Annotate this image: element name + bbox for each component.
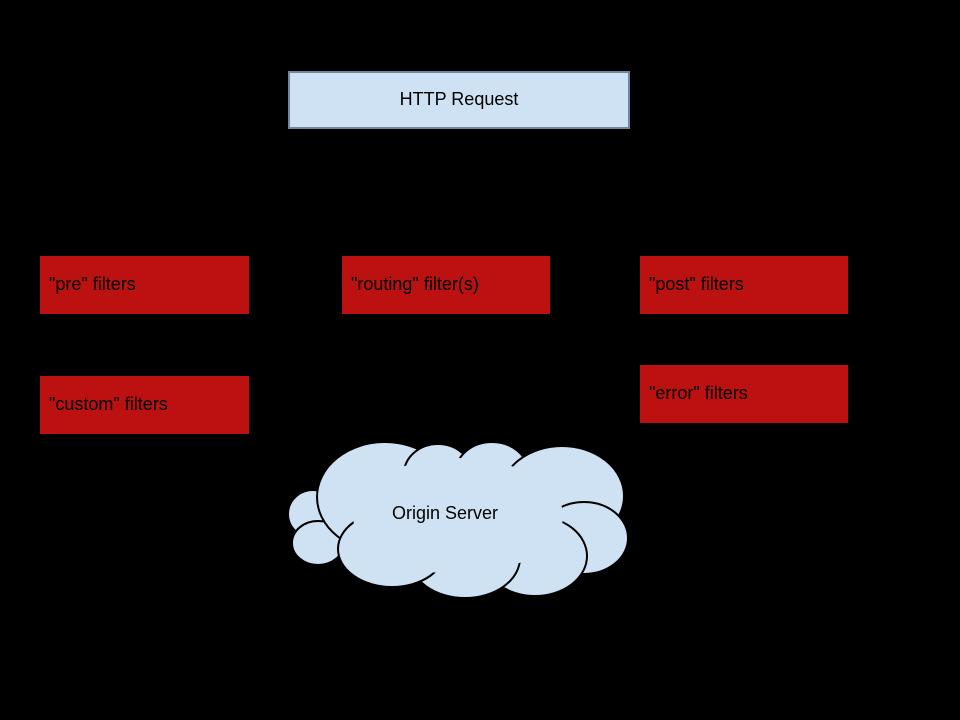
- post-filters-box: "post" filters: [640, 256, 848, 314]
- error-filters-box: "error" filters: [640, 365, 848, 423]
- custom-filters-label: "custom" filters: [49, 394, 168, 415]
- origin-server-label: Origin Server: [391, 503, 499, 523]
- error-filters-label: "error" filters: [649, 383, 748, 404]
- custom-filters-box: "custom" filters: [40, 376, 249, 434]
- routing-filters-box: "routing" filter(s): [342, 256, 550, 314]
- pre-filters-label: "pre" filters: [49, 274, 136, 295]
- post-filters-label: "post" filters: [649, 274, 744, 295]
- pre-filters-box: "pre" filters: [40, 256, 249, 314]
- http-request-box: HTTP Request: [288, 71, 630, 129]
- http-request-label: HTTP Request: [399, 89, 519, 110]
- routing-filters-label: "routing" filter(s): [351, 274, 479, 295]
